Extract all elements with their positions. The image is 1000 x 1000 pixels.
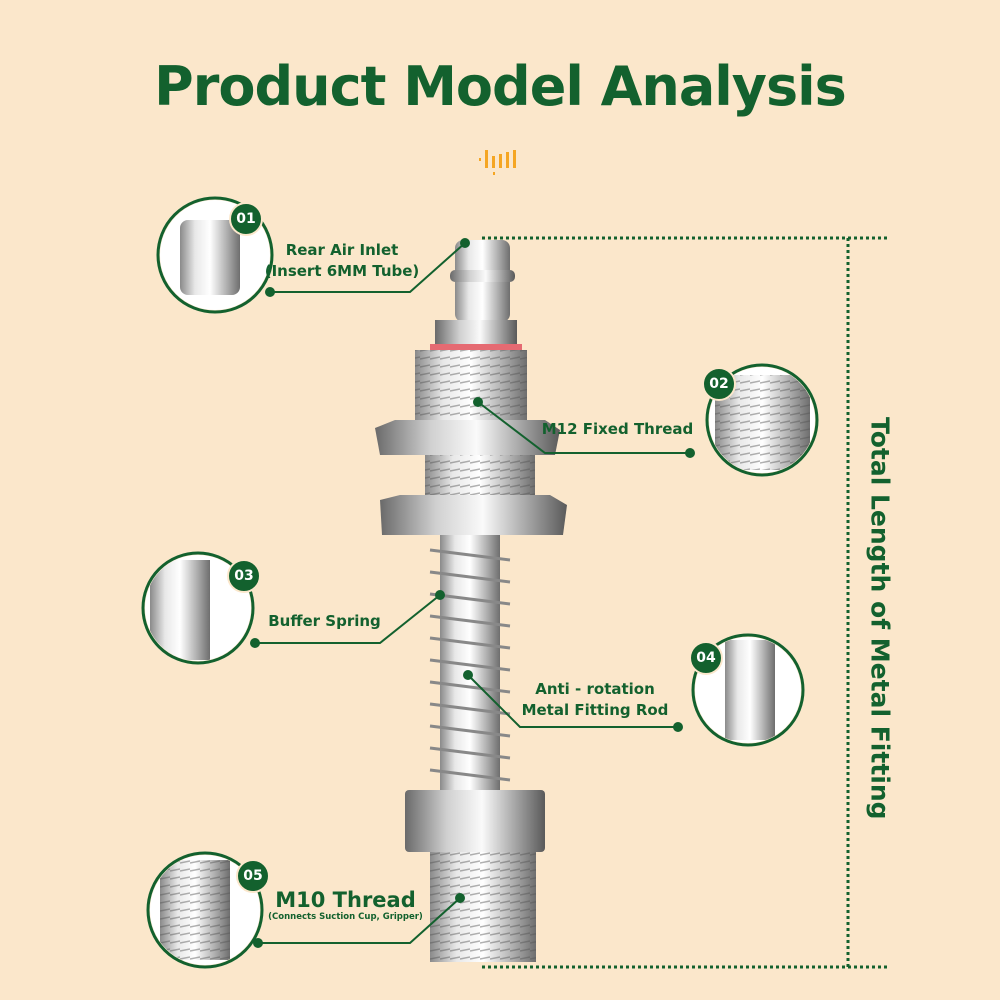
callout-circle-02: [705, 363, 819, 477]
callout-label-01: Rear Air Inlet (Insert 6MM Tube): [262, 240, 422, 282]
callout-circle-04: [691, 633, 805, 747]
label-subtitle: (Insert 6MM Tube): [264, 262, 420, 280]
callout-badge-01: 01: [229, 202, 263, 236]
dimension-label: Total Length of Metal Fitting: [865, 417, 895, 820]
label-subtitle: (Connects Suction Cup, Gripper): [268, 912, 423, 922]
callout-label-04: Anti - rotation Metal Fitting Rod: [520, 679, 670, 721]
callout-badge-03: 03: [227, 559, 261, 593]
callout-label-03: Buffer Spring: [268, 612, 381, 630]
label-subtitle: Metal Fitting Rod: [521, 701, 669, 719]
callout-circle-01: [156, 196, 274, 314]
callout-circle-05: [146, 851, 264, 969]
callout-label-05: M10 Thread (Connects Suction Cup, Grippe…: [258, 888, 433, 923]
sound-wave-icon: [479, 150, 516, 175]
page-title: Product Model Analysis: [154, 55, 847, 118]
callout-label-02: M12 Fixed Thread: [541, 420, 694, 438]
label-title: Rear Air Inlet: [285, 241, 399, 259]
callout-circle-03: [141, 551, 255, 665]
label-title: M10 Thread: [275, 888, 416, 912]
callout-badge-02: 02: [702, 367, 736, 401]
label-title: Anti - rotation: [535, 680, 655, 698]
callout-badge-04: 04: [689, 641, 723, 675]
metal-fitting-image: [375, 240, 567, 962]
dimension-line: [482, 236, 890, 969]
callout-badge-05: 05: [236, 859, 270, 893]
